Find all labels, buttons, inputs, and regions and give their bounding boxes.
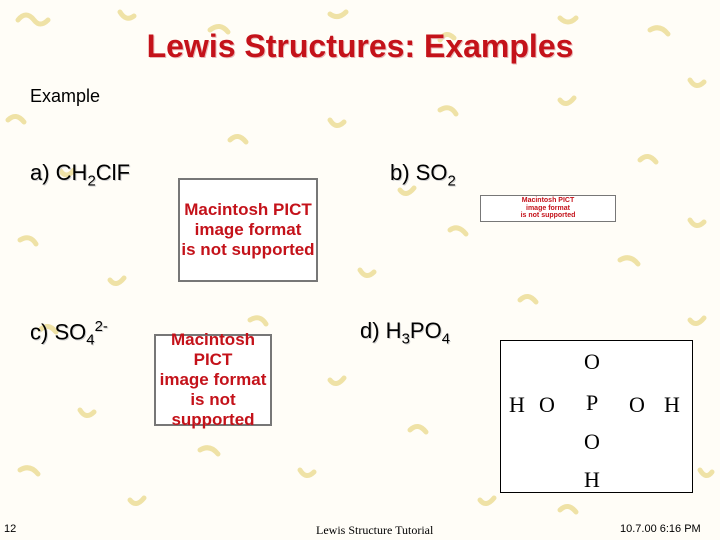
bg-squiggle — [107, 275, 127, 286]
bg-squiggle — [517, 294, 539, 305]
footer-date: 10.7.00 6:16 PM — [620, 523, 701, 535]
bg-squiggle — [617, 255, 641, 267]
bg-squiggle — [207, 24, 231, 35]
bg-squiggle — [327, 117, 347, 128]
item-a-formula: a) CH2ClF — [30, 160, 131, 190]
atom-p-center: P — [586, 390, 599, 415]
bg-squiggle — [15, 12, 51, 27]
bg-squiggle — [37, 324, 59, 335]
bg-squiggle — [697, 467, 715, 478]
bg-squiggle — [127, 495, 147, 506]
item-c-formula: c) SO42- — [30, 318, 108, 349]
atom-h-left: H — [509, 392, 525, 417]
bg-squiggle — [17, 465, 41, 477]
bg-squiggle — [357, 267, 377, 278]
bg-squiggle — [447, 225, 469, 237]
bg-squiggle — [247, 315, 269, 327]
page-number: 12 — [4, 523, 17, 535]
bg-squiggle — [557, 504, 579, 515]
bg-squiggle — [397, 185, 417, 196]
bg-squiggle — [117, 9, 137, 21]
slide-title: Lewis Structures: Examples — [146, 28, 574, 64]
bg-squiggle — [327, 9, 349, 20]
pict-placeholder-c: Macintosh PICT image format is not suppo… — [154, 330, 272, 429]
footer-center-text: Lewis Structure Tutorial — [316, 523, 434, 537]
atom-o-top: O — [584, 349, 600, 374]
bg-squiggle — [227, 134, 249, 145]
bg-squiggle — [57, 167, 77, 178]
bg-squiggle — [557, 95, 577, 106]
atom-h-bottom: H — [584, 467, 600, 492]
item-d-formula: d) H3PO4 — [360, 318, 451, 348]
atom-o-bottom: O — [584, 429, 600, 454]
pict-placeholder-a: Macintosh PICT image format is not suppo… — [178, 178, 318, 282]
bg-squiggle — [5, 114, 27, 125]
bg-squiggle — [437, 105, 459, 117]
bg-squiggle — [687, 217, 707, 228]
atom-h-right: H — [664, 392, 680, 417]
pict-placeholder-b: Macintosh PICT image format is not suppo… — [480, 195, 616, 222]
bg-squiggle — [77, 407, 97, 418]
bg-squiggle — [647, 25, 671, 37]
bg-squiggle — [557, 15, 579, 25]
bg-squiggle — [297, 467, 317, 478]
bg-squiggle — [437, 32, 457, 43]
bg-squiggle — [477, 495, 497, 506]
bg-squiggle — [687, 315, 707, 326]
atom-o-right: O — [629, 392, 645, 417]
bg-squiggle — [687, 77, 707, 88]
atom-o-left: O — [539, 392, 555, 417]
bg-squiggle — [197, 445, 221, 457]
bg-squiggle — [17, 235, 39, 247]
bg-squiggle — [327, 375, 347, 386]
lewis-structure-h3po4: O H O P O H O H — [500, 340, 693, 493]
bg-squiggle — [407, 424, 429, 435]
bg-squiggle — [637, 154, 659, 165]
item-b-formula: b) SO2 — [390, 160, 456, 190]
example-label: Example — [30, 86, 101, 106]
